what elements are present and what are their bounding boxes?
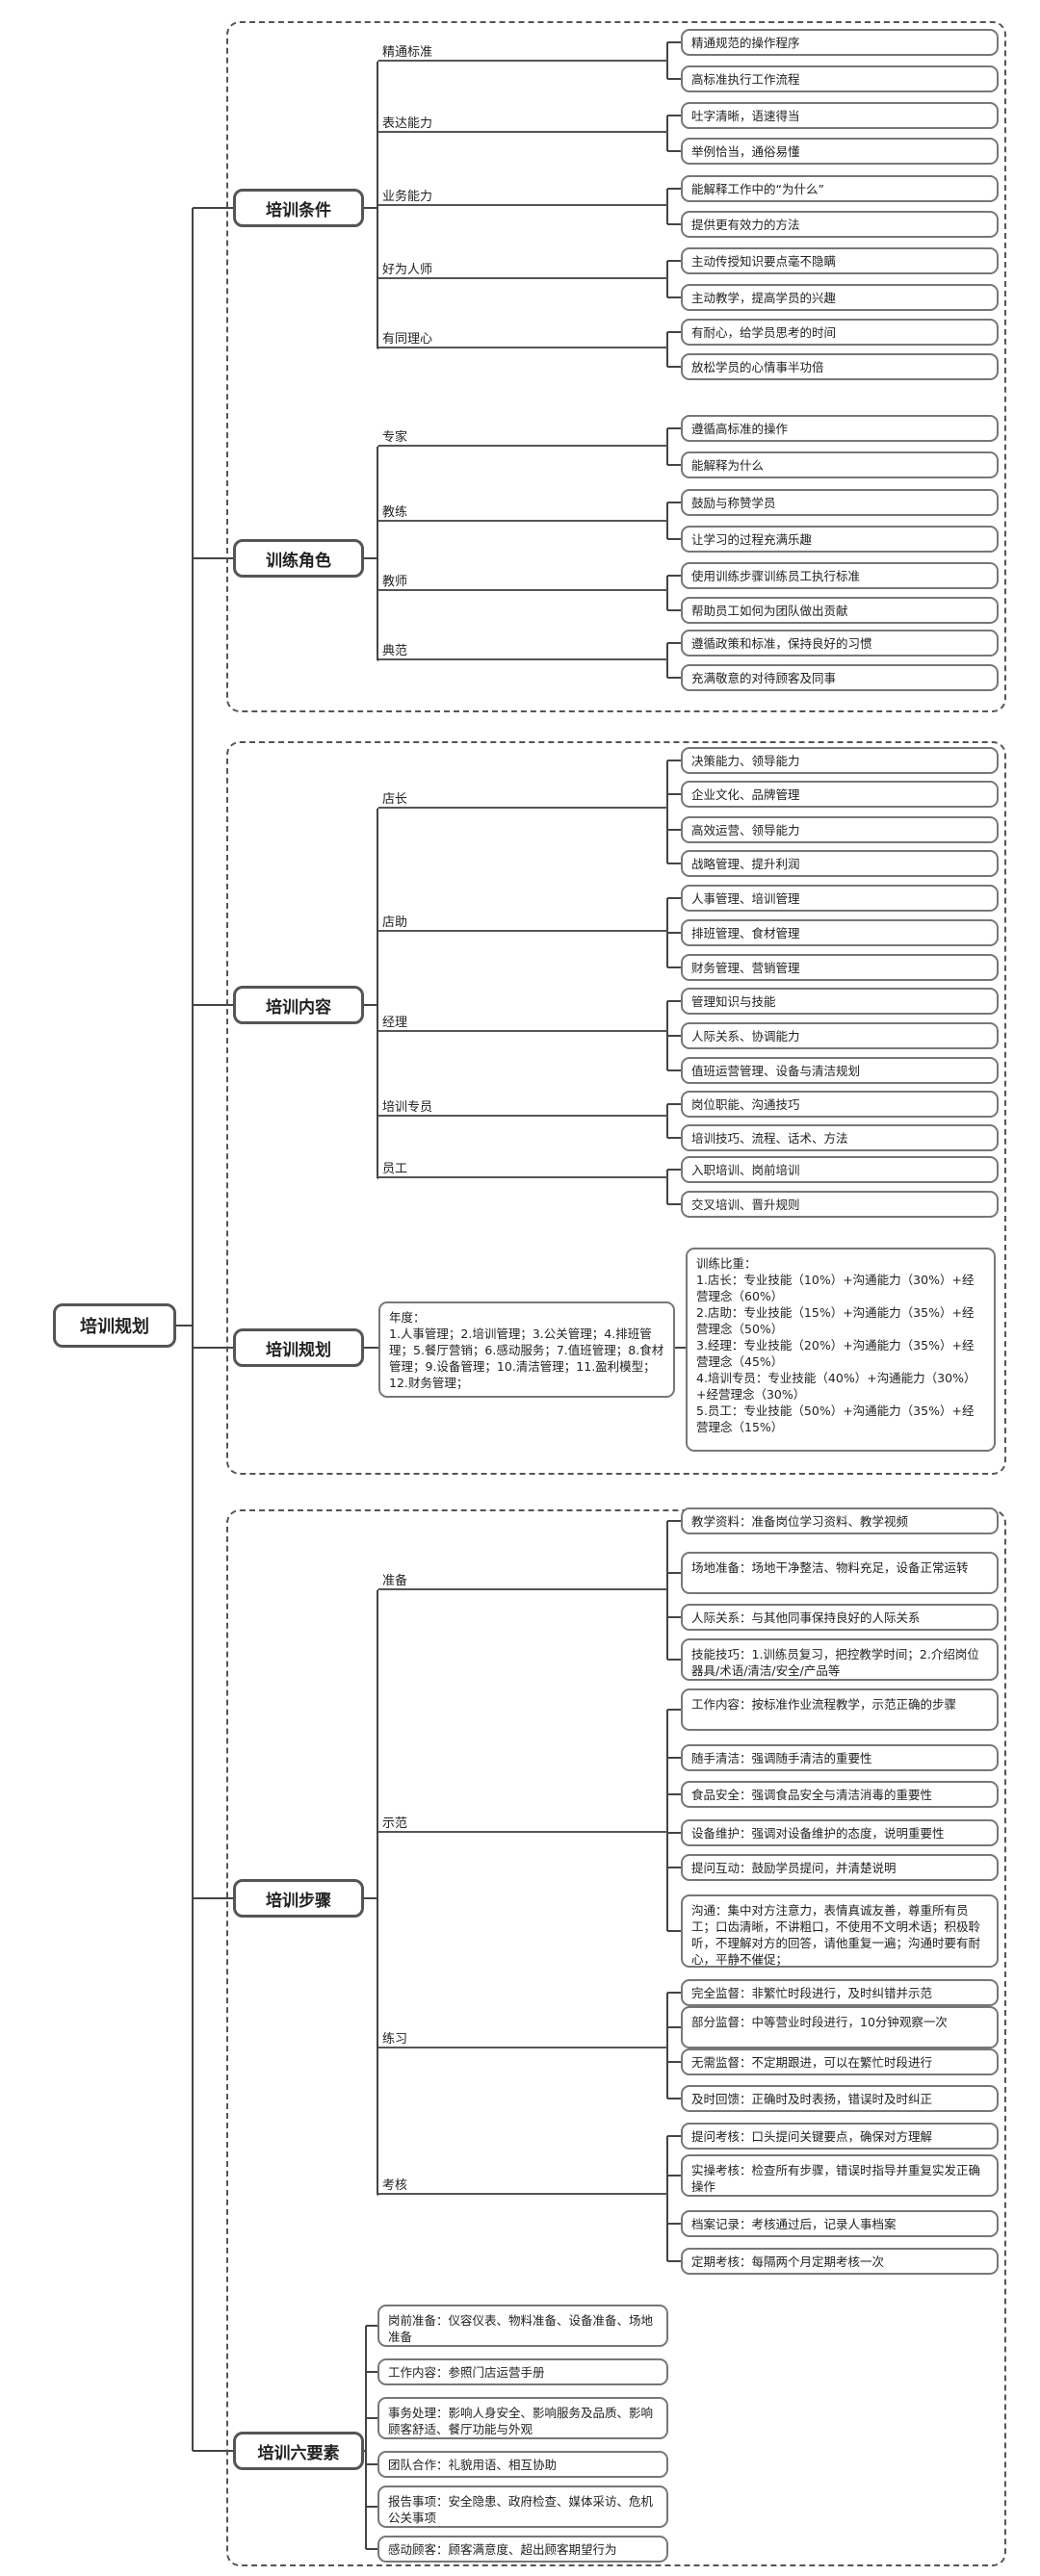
group-label: 专家 [378, 425, 667, 447]
leaf-item: 培训技巧、流程、话术、方法 [681, 1124, 999, 1151]
leaf-item: 定期考核：每隔两个月定期考核一次 [681, 2248, 999, 2275]
group-label: 示范 [378, 1812, 667, 1833]
group-label: 店长 [378, 787, 667, 809]
training-ratio-box: 训练比重： 1.店长：专业技能（10%）+沟通能力（30%）+经营理念（60%）… [686, 1248, 996, 1452]
leaf-item: 人事管理、培训管理 [681, 885, 999, 912]
six-element-item: 事务处理：影响人身安全、影响服务及品质、影响顾客舒适、餐厅功能与外观 [377, 2397, 668, 2439]
leaf-item: 随手清洁：强调随手清洁的重要性 [681, 1744, 999, 1771]
leaf-item: 让学习的过程充满乐趣 [681, 526, 999, 553]
leaf-item: 完全监督：非繁忙时段进行，及时纠错并示范 [681, 1979, 999, 2006]
section-node: 培训内容 [233, 986, 364, 1024]
leaf-item: 值班运营管理、设备与清洁规划 [681, 1057, 999, 1084]
year-plan-box: 年度： 1.人事管理；2.培训管理；3.公关管理；4.排班管理；5.餐厅营销；6… [378, 1301, 675, 1398]
leaf-item: 财务管理、营销管理 [681, 954, 999, 981]
leaf-item: 场地准备：场地干净整洁、物料充足，设备正常运转 [681, 1552, 999, 1594]
training-ratio-text: 训练比重： 1.店长：专业技能（10%）+沟通能力（30%）+经营理念（60%）… [696, 1256, 976, 1434]
group-label: 练习 [378, 2027, 667, 2048]
leaf-item: 设备维护：强调对设备维护的态度，说明重要性 [681, 1819, 999, 1846]
six-element-item: 报告事项：安全隐患、政府检查、媒体采访、危机公关事项 [377, 2486, 668, 2528]
group-label: 经理 [378, 1011, 667, 1032]
leaf-item: 排班管理、食材管理 [681, 919, 999, 946]
leaf-item: 鼓励与称赞学员 [681, 489, 999, 516]
section-node: 培训步骤 [233, 1879, 364, 1918]
leaf-item: 有耐心，给学员思考的时间 [681, 319, 999, 346]
group-label: 表达能力 [378, 112, 667, 133]
group-label: 考核 [378, 2174, 667, 2195]
leaf-item: 档案记录：考核通过后，记录人事档案 [681, 2210, 999, 2237]
leaf-item: 举例恰当，通俗易懂 [681, 138, 999, 165]
leaf-item: 使用训练步骤训练员工执行标准 [681, 562, 999, 589]
leaf-item: 岗位职能、沟通技巧 [681, 1091, 999, 1118]
six-element-item: 感动顾客：顾客满意度、超出顾客期望行为 [377, 2536, 668, 2563]
leaf-item: 食品安全：强调食品安全与清洁消毒的重要性 [681, 1781, 999, 1808]
group-label: 业务能力 [378, 185, 667, 206]
group-label: 有同理心 [378, 327, 667, 348]
dashed-group-frame [226, 1509, 1006, 2566]
group-label: 教师 [378, 570, 667, 591]
leaf-item: 决策能力、领导能力 [681, 747, 999, 774]
group-label: 教练 [378, 501, 667, 522]
leaf-item: 人际关系、协调能力 [681, 1022, 999, 1049]
section-node: 培训规划 [233, 1328, 364, 1367]
group-label: 培训专员 [378, 1095, 667, 1117]
group-label: 店助 [378, 911, 667, 932]
leaf-item: 提问考核：口头提问关键要点，确保对方理解 [681, 2123, 999, 2150]
dashed-group-frame [226, 21, 1006, 712]
leaf-item: 人际关系：与其他同事保持良好的人际关系 [681, 1604, 999, 1631]
leaf-item: 交叉培训、晋升规则 [681, 1191, 999, 1218]
leaf-item: 提问互动：鼓励学员提问，并清楚说明 [681, 1854, 999, 1881]
leaf-item: 遵循政策和标准，保持良好的习惯 [681, 630, 999, 657]
leaf-item: 充满敬意的对待顾客及同事 [681, 664, 999, 691]
leaf-item: 及时回馈：正确时及时表扬，错误时及时纠正 [681, 2085, 999, 2112]
leaf-item: 遵循高标准的操作 [681, 415, 999, 442]
root-node: 培训规划 [53, 1303, 176, 1348]
leaf-item: 实操考核：检查所有步骤，错误时指导并重复实发正确操作 [681, 2154, 999, 2197]
leaf-item: 能解释工作中的“为什么” [681, 175, 999, 202]
leaf-item: 战略管理、提升利润 [681, 850, 999, 877]
leaf-item: 放松学员的心情事半功倍 [681, 353, 999, 380]
leaf-item: 能解释为什么 [681, 451, 999, 478]
leaf-item: 高标准执行工作流程 [681, 65, 999, 92]
leaf-item: 无需监督：不定期跟进，可以在繁忙时段进行 [681, 2048, 999, 2075]
leaf-item: 帮助员工如何为团队做出贡献 [681, 597, 999, 624]
section-node: 培训六要素 [233, 2432, 364, 2470]
group-label: 准备 [378, 1569, 667, 1590]
six-element-item: 岗前准备：仪容仪表、物料准备、设备准备、场地准备 [377, 2305, 668, 2347]
leaf-item: 主动传授知识要点毫不隐瞒 [681, 247, 999, 274]
dashed-group-frame [226, 741, 1006, 1475]
leaf-item: 部分监督：中等营业时段进行，10分钟观察一次 [681, 2006, 999, 2048]
group-label: 员工 [378, 1157, 667, 1178]
leaf-item: 高效运营、领导能力 [681, 816, 999, 843]
year-plan-text: 年度： 1.人事管理；2.培训管理；3.公关管理；4.排班管理；5.餐厅营销；6… [389, 1310, 664, 1390]
section-node: 训练角色 [233, 539, 364, 578]
leaf-item: 技能技巧：1.训练员复习，把控教学时间；2.介绍岗位器具/术语/清洁/安全/产品… [681, 1638, 999, 1681]
six-element-item: 团队合作：礼貌用语、相互协助 [377, 2451, 668, 2478]
group-label: 典范 [378, 639, 667, 660]
group-label: 好为人师 [378, 258, 667, 279]
leaf-item: 管理知识与技能 [681, 988, 999, 1015]
leaf-item: 提供更有效力的方法 [681, 211, 999, 238]
section-node: 培训条件 [233, 189, 364, 227]
leaf-item: 沟通：集中对方注意力，表情真诚友善，尊重所有员工；口齿清晰，不讲粗口，不使用不文… [681, 1894, 999, 1968]
leaf-item: 主动教学，提高学员的兴趣 [681, 284, 999, 311]
group-label: 精通标准 [378, 40, 667, 62]
leaf-item: 吐字清晰，语速得当 [681, 102, 999, 129]
six-element-item: 工作内容：参照门店运营手册 [377, 2358, 668, 2385]
leaf-item: 教学资料：准备岗位学习资料、教学视频 [681, 1507, 999, 1534]
leaf-item: 工作内容：按标准作业流程教学，示范正确的步骤 [681, 1688, 999, 1731]
leaf-item: 入职培训、岗前培训 [681, 1156, 999, 1183]
leaf-item: 精通规范的操作程序 [681, 29, 999, 56]
leaf-item: 企业文化、品牌管理 [681, 781, 999, 808]
